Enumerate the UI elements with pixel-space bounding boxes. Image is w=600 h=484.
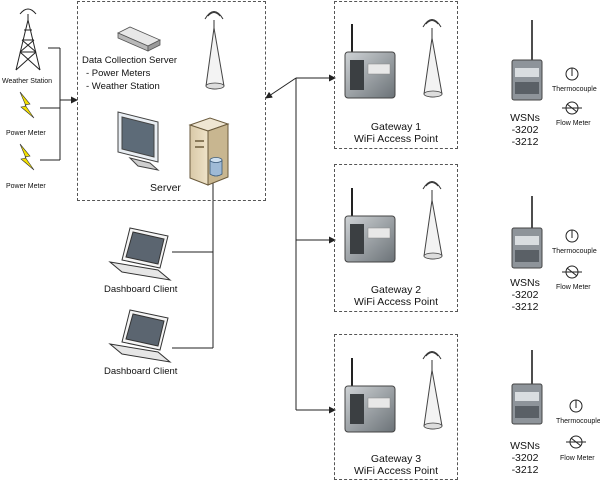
gateway-box-2 (334, 164, 458, 312)
laptop-icon (108, 309, 172, 363)
gateway-sub: WiFi Access Point (353, 296, 439, 308)
power-meter-label: Power Meter (6, 183, 46, 190)
wsn-model: -3202 (511, 124, 539, 136)
gateway-name: Gateway 2 (370, 284, 422, 296)
laptop-icon (108, 227, 172, 281)
wsn-title: WSNs (510, 112, 540, 124)
gateway-name: Gateway 1 (370, 121, 422, 133)
thermocouple-label: Thermocouple (556, 418, 600, 425)
lightning-icon (19, 91, 35, 171)
wsn-node-icon (511, 196, 543, 269)
gateway-name: Gateway 3 (370, 453, 422, 465)
wireless-antenna-icon (422, 19, 443, 98)
gateway-device-icon (344, 358, 396, 433)
gateway-sub: WiFi Access Point (353, 133, 439, 145)
flow-meter-icon (562, 101, 586, 449)
database-icon (209, 157, 223, 177)
gateway-device-icon (344, 188, 396, 263)
data-collection-server-title: Data Collection Server (82, 55, 178, 66)
server-list-item: - Weather Station (86, 81, 160, 92)
wireless-antenna-icon (422, 351, 443, 430)
wsn-model: -3212 (511, 464, 539, 476)
wsn-model: -3212 (511, 301, 539, 313)
monitor-icon (117, 111, 160, 171)
gateway-sub: WiFi Access Point (353, 465, 439, 477)
thermocouple-label: Thermocouple (552, 86, 597, 93)
wsn-model: -3202 (511, 289, 539, 301)
power-meter-label: Power Meter (6, 130, 46, 137)
network-switch-icon (117, 26, 161, 52)
weather-station-label: Weather Station (2, 78, 53, 85)
radio-tower-icon (15, 8, 41, 71)
flow-meter-label: Flow Meter (556, 284, 591, 291)
flow-meter-label: Flow Meter (556, 120, 591, 127)
wsn-node-icon (511, 350, 543, 425)
dashboard-client-label: Dashboard Client (104, 284, 178, 295)
wsn-title: WSNs (510, 440, 540, 452)
gateway-device-icon (344, 24, 396, 99)
server-list-item: - Power Meters (86, 68, 151, 79)
wireless-antenna-icon (422, 181, 443, 260)
gateway-box-3 (334, 334, 458, 480)
gateway-box-1 (334, 1, 458, 149)
left-bus-lines (40, 47, 78, 161)
flow-meter-label: Flow Meter (560, 455, 595, 462)
server-box (77, 1, 266, 201)
wireless-antenna-icon (204, 11, 225, 90)
wsn-title: WSNs (510, 277, 540, 289)
dashboard-client-label: Dashboard Client (104, 366, 178, 377)
gateway-bus-lines (265, 74, 336, 414)
client-lines (172, 175, 214, 349)
thermocouple-icon (565, 67, 583, 413)
wsn-model: -3212 (511, 136, 539, 148)
wsn-model: -3202 (511, 452, 539, 464)
thermocouple-label: Thermocouple (552, 248, 597, 255)
wsn-node-icon (511, 20, 543, 101)
server-label: Server (150, 182, 181, 194)
